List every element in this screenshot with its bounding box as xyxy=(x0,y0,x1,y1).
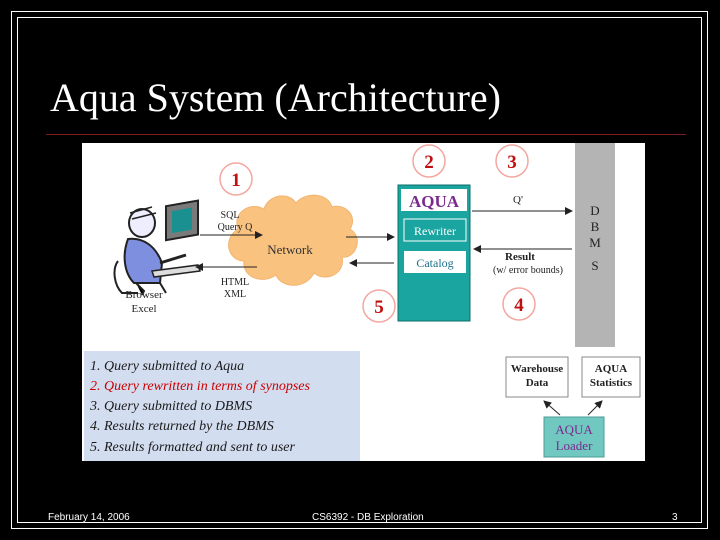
step-list-item-1: 1. Query submitted to Aqua xyxy=(90,359,244,374)
dbms-bar xyxy=(575,143,615,347)
step-4-number: 4 xyxy=(514,295,524,316)
footer-date: February 14, 2006 xyxy=(48,512,130,523)
network-label: Network xyxy=(267,242,313,257)
user-caption-excel: Excel xyxy=(131,303,156,315)
network-cloud xyxy=(228,194,358,286)
user-caption-browser: Browser xyxy=(125,289,163,301)
step-list-item-2: 2. Query rewritten in terms of synopses xyxy=(90,379,311,394)
slide-inner-border xyxy=(17,17,702,523)
step-4-badge: 4 xyxy=(502,287,536,321)
html-label-line1: HTML xyxy=(221,277,249,288)
step-list-item-3: 3. Query submitted to DBMS xyxy=(89,399,252,414)
step-5-badge: 5 xyxy=(362,289,396,323)
arrow-loader-to-statistics xyxy=(587,400,603,416)
warehouse-label-line2: Data xyxy=(526,377,549,389)
rewriter-label: Rewriter xyxy=(414,224,456,238)
sql-label-line2: Query Q xyxy=(218,222,253,233)
step-2-number: 2 xyxy=(424,152,434,173)
step-3-badge: 3 xyxy=(495,144,529,178)
slide-title: Aqua System (Architecture) xyxy=(50,75,501,120)
step-2-badge: 2 xyxy=(412,144,446,178)
step-5-number: 5 xyxy=(374,297,384,318)
user-computer-icon xyxy=(113,199,201,296)
result-label-line1: Result xyxy=(505,251,535,263)
dbms-letter-b: B xyxy=(591,219,600,234)
step-3-number: 3 xyxy=(507,152,517,173)
aqua-title-panel xyxy=(401,189,467,211)
step-list-item-5: 5. Results formatted and sent to user xyxy=(90,440,295,455)
loader-label-line1: AQUA xyxy=(555,422,593,437)
step-list-item-4: 4. Results returned by the DBMS xyxy=(90,419,274,434)
html-label-line2: XML xyxy=(224,289,246,300)
warehouse-label-line1: Warehouse xyxy=(511,363,563,375)
title-divider xyxy=(46,134,686,135)
dbms-letter-s: S xyxy=(591,258,598,273)
arrow-loader-to-warehouse xyxy=(543,400,561,416)
rewriter-box xyxy=(403,218,467,242)
aqua-statistics-box xyxy=(581,356,641,398)
stats-label-line2: Statistics xyxy=(590,377,633,389)
footer-course: CS6392 - DB Exploration xyxy=(312,512,424,523)
architecture-diagram: D B M S Network Browser Excel SQL Query … xyxy=(82,143,645,461)
slide-outer-border xyxy=(11,11,708,529)
loader-label-line2: Loader xyxy=(556,438,593,453)
aqua-title: AQUA xyxy=(409,192,460,211)
warehouse-data-box xyxy=(505,356,569,398)
step-1-badge: 1 xyxy=(219,162,253,196)
sql-label-line1: SQL xyxy=(221,210,240,221)
steps-list-panel xyxy=(84,351,360,461)
catalog-box xyxy=(404,251,466,273)
dbms-letter-d: D xyxy=(590,203,599,218)
architecture-diagram-svg: D B M S Network Browser Excel SQL Query … xyxy=(84,143,641,461)
dbms-letter-m: M xyxy=(589,235,601,250)
step-1-number: 1 xyxy=(231,170,241,191)
aqua-loader-box xyxy=(543,416,605,458)
result-label-line2: (w/ error bounds) xyxy=(493,265,563,276)
q-prime-label: Q' xyxy=(513,194,523,206)
footer-page-number: 3 xyxy=(672,512,678,523)
stats-label-line1: AQUA xyxy=(595,363,627,375)
catalog-label: Catalog xyxy=(416,256,453,270)
